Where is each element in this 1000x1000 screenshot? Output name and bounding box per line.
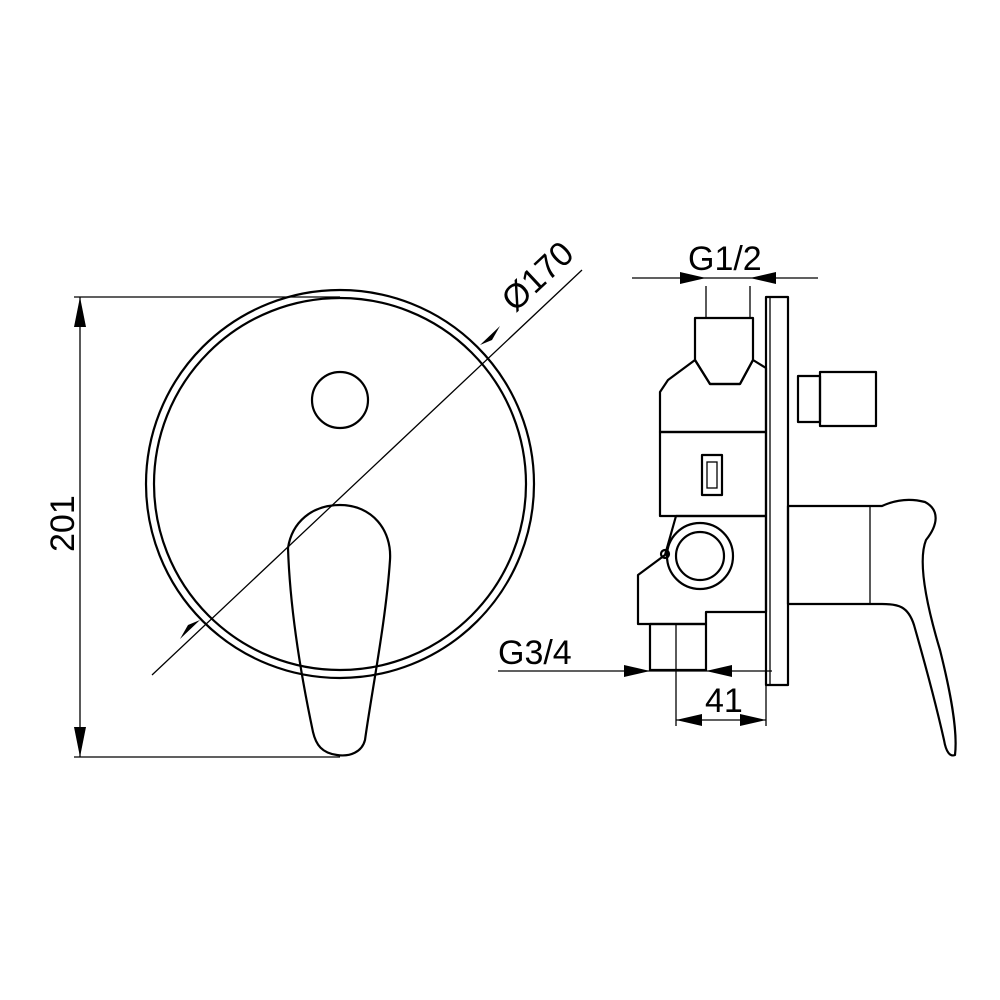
diverter-knob [310, 370, 370, 430]
height-arrow-top [74, 297, 86, 327]
height-label: 201 [44, 495, 82, 552]
g12-arrow-right [750, 272, 776, 284]
cartridge-window-inner [706, 461, 718, 489]
valve-body-upper [658, 358, 768, 434]
depth-arrow-right [740, 714, 766, 726]
g34-label: G3/4 [498, 634, 572, 672]
g34-arrow-left [624, 665, 650, 677]
g12-label: G1/2 [688, 240, 762, 278]
side-lever [786, 498, 957, 757]
cartridge-window [700, 453, 724, 497]
cover-plate-inner [152, 296, 528, 672]
lower-outlet-bore [674, 530, 726, 582]
diameter-leader [151, 269, 583, 676]
wall-plate [764, 295, 790, 687]
bottom-outlet [648, 622, 708, 672]
depth-arrow-left [676, 714, 702, 726]
g34-arrow-right [706, 665, 732, 677]
depth-label: 41 [705, 682, 743, 720]
front-view: Ø170 201 [44, 234, 583, 758]
diameter-arrow-lower [180, 620, 200, 639]
diameter-arrow-upper [480, 326, 500, 345]
diameter-label: Ø170 [495, 234, 582, 319]
cover-plate-outer [144, 288, 536, 680]
g12-arrow-left [680, 272, 706, 284]
lever-handle [286, 503, 392, 757]
lower-outlet-screw [659, 548, 671, 560]
valve-body-middle [658, 430, 768, 518]
right-outlet-stub [796, 374, 822, 424]
side-view: G1/2 G3/4 41 [498, 240, 957, 757]
lower-outlet-ring [665, 521, 735, 591]
right-outlet-cap [818, 370, 878, 428]
height-arrow-bottom [74, 727, 86, 757]
